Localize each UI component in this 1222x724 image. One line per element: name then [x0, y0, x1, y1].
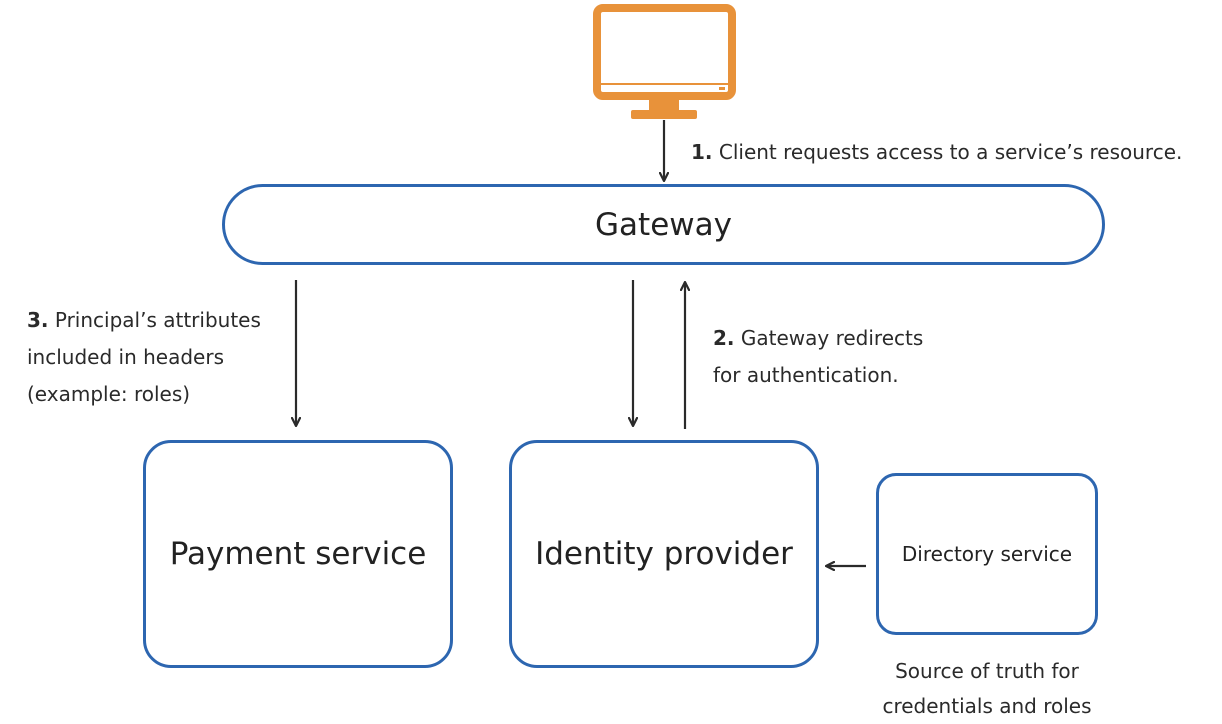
directory-service-note: Source of truth for credentials and role…	[862, 654, 1112, 724]
gateway-label: Gateway	[595, 206, 732, 243]
monitor-icon	[593, 4, 736, 119]
gateway-node: Gateway	[222, 184, 1105, 265]
directory-service-node: Directory service	[876, 473, 1098, 635]
note-line-1: Source of truth for	[895, 659, 1079, 683]
step-2-text-line-1: Gateway redirects	[740, 326, 924, 350]
payment-service-label: Payment service	[169, 536, 427, 572]
step-2-label: 2. Gateway redirects for authentication.	[713, 320, 923, 394]
note-line-2: credentials and roles	[882, 694, 1092, 718]
step-3-text-line-1: Principal’s attributes	[54, 308, 261, 332]
step-3-label: 3. Principal’s attributes included in he…	[27, 302, 261, 413]
payment-service-node: Payment service	[143, 440, 453, 668]
step-2-number: 2.	[713, 326, 735, 350]
step-3-text-line-2: included in headers	[27, 345, 224, 369]
directory-service-label: Directory service	[901, 542, 1073, 566]
identity-provider-label: Identity provider	[535, 536, 793, 572]
identity-provider-node: Identity provider	[509, 440, 819, 668]
step-3-text-line-3: (example: roles)	[27, 382, 191, 406]
step-3-number: 3.	[27, 308, 49, 332]
step-1-number: 1.	[691, 140, 713, 164]
step-1-label: 1. Client requests access to a service’s…	[691, 134, 1182, 171]
step-1-text: Client requests access to a service’s re…	[718, 140, 1183, 164]
step-2-text-line-2: for authentication.	[713, 363, 899, 387]
